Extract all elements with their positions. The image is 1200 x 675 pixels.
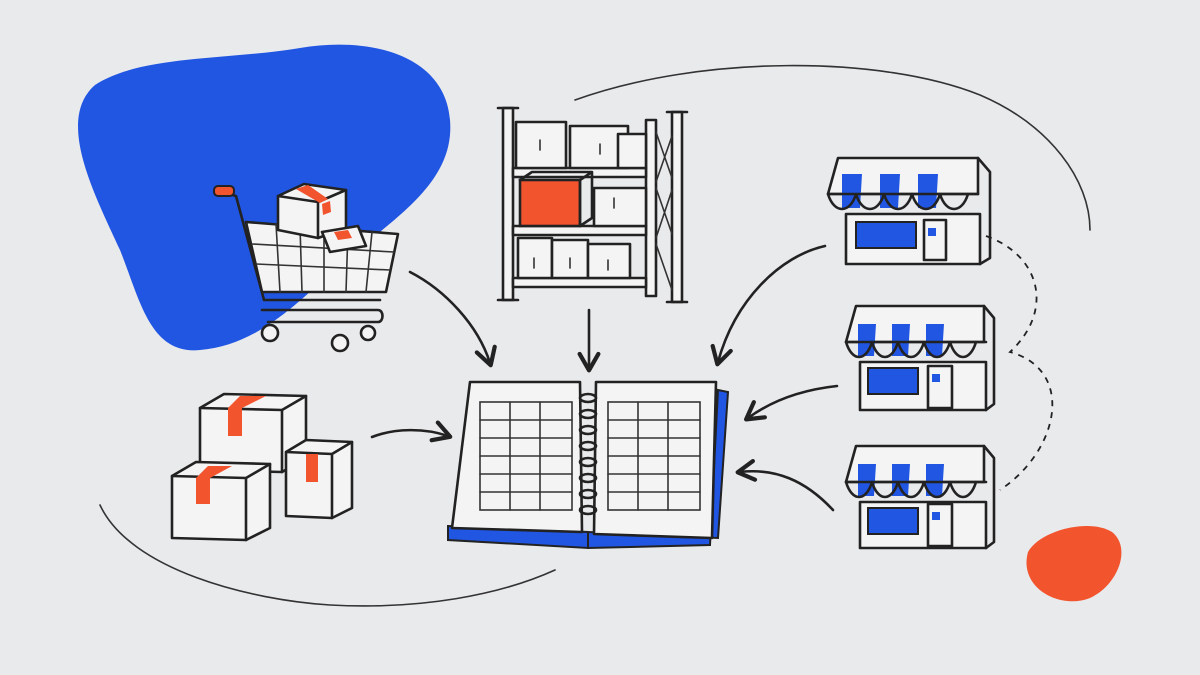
arrow-cart-to-ledger xyxy=(408,270,497,368)
storefront-icon xyxy=(826,156,992,266)
bottom-decorative-curve xyxy=(99,504,556,607)
dashed-store-link xyxy=(985,235,1054,491)
storefront-icon xyxy=(844,304,996,412)
blue-blob-decoration xyxy=(78,44,451,351)
arrow-boxes-to-ledger xyxy=(370,420,453,443)
flow-arrows xyxy=(370,235,1054,512)
arrow-store1-to-ledger xyxy=(710,244,827,367)
top-decorative-curve xyxy=(574,64,1091,231)
cardboard-boxes-icon xyxy=(170,392,354,542)
spiral-binding xyxy=(578,392,598,516)
shopping-cart-icon xyxy=(213,182,400,353)
storefront-icon xyxy=(844,444,996,550)
open-ledger-book-icon xyxy=(447,380,730,550)
warehouse-shelf-icon xyxy=(496,106,689,304)
orange-blob-decoration xyxy=(1026,525,1122,602)
arrow-store3-to-ledger xyxy=(735,459,835,512)
arrow-store2-to-ledger xyxy=(744,384,839,422)
